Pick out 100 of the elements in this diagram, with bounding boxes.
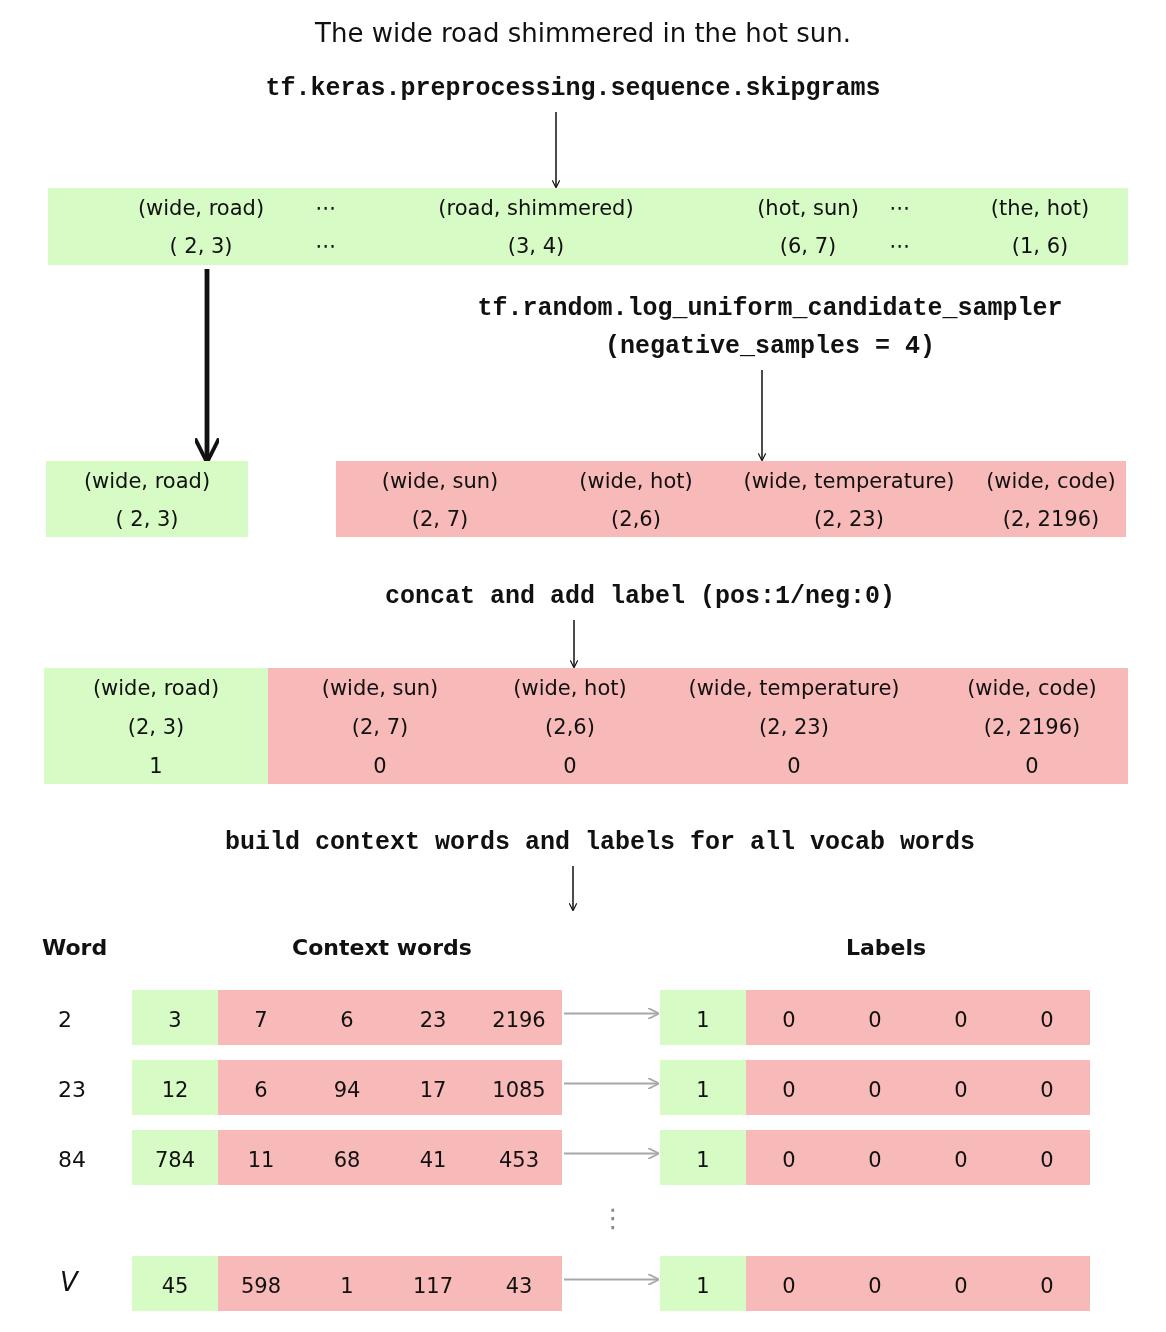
negative-value: 0 bbox=[781, 1007, 797, 1034]
negative-value: 0 bbox=[1039, 1007, 1055, 1034]
index-pair: (2,6) bbox=[610, 506, 662, 533]
word-pair: (hot, sun) bbox=[756, 195, 860, 222]
arrow bbox=[564, 1007, 660, 1020]
label-row bbox=[660, 1060, 1090, 1115]
label-value: 1 bbox=[148, 753, 164, 780]
positive-value: 3 bbox=[132, 990, 218, 1045]
word-id: 84 bbox=[58, 1146, 87, 1174]
label-value: 0 bbox=[786, 753, 802, 780]
index-pair: (1, 6) bbox=[1010, 233, 1070, 260]
code-text: tf.random.log_uniform_candidate_sampler (negative_samples = 4) bbox=[410, 290, 1130, 366]
negative-value: 0 bbox=[867, 1007, 883, 1034]
word-pair: (wide, hot) bbox=[578, 468, 694, 495]
arrow bbox=[564, 1147, 660, 1160]
negative-value: 1085 bbox=[491, 1077, 547, 1104]
word-pair: (the, hot) bbox=[989, 195, 1091, 222]
label-row bbox=[660, 990, 1090, 1045]
pair-band bbox=[48, 188, 1128, 265]
arrow bbox=[564, 1273, 660, 1286]
index-pair: ( 2, 3) bbox=[168, 233, 234, 260]
word-pair: (wide, sun) bbox=[380, 468, 500, 495]
positive-value: 12 bbox=[132, 1060, 218, 1115]
index-pair: (2, 3) bbox=[126, 714, 186, 741]
context-row bbox=[132, 1060, 562, 1115]
pair-band bbox=[336, 461, 1126, 537]
word-pair: (wide, hot) bbox=[512, 675, 628, 702]
index-pair: (2, 7) bbox=[350, 714, 410, 741]
index-pair: (3, 4) bbox=[506, 233, 566, 260]
index-pair: (2, 23) bbox=[813, 506, 885, 533]
negative-value: 41 bbox=[418, 1147, 448, 1174]
positive-value: 1 bbox=[660, 1060, 746, 1115]
negative-value: 0 bbox=[867, 1273, 883, 1300]
negative-value: 0 bbox=[953, 1007, 969, 1034]
negative-value: 453 bbox=[497, 1147, 541, 1174]
negative-value: 6 bbox=[253, 1077, 269, 1104]
ellipsis-mark: ⋮ bbox=[599, 1202, 627, 1234]
negative-value: 0 bbox=[781, 1273, 797, 1300]
negative-value: 94 bbox=[332, 1077, 362, 1104]
index-pair: ⋯ bbox=[314, 195, 338, 222]
code-text: concat and add label (pos:1/neg:0) bbox=[360, 578, 920, 616]
negative-value: 17 bbox=[418, 1077, 448, 1104]
negative-value: 0 bbox=[1039, 1273, 1055, 1300]
positive-value: 1 bbox=[660, 1130, 746, 1185]
index-pair: (2, 7) bbox=[410, 506, 470, 533]
positive-value: 45 bbox=[132, 1256, 218, 1311]
index-pair: (2, 2196) bbox=[982, 714, 1082, 741]
column-header: Context words bbox=[291, 934, 473, 962]
word-pair: (wide, road) bbox=[136, 195, 266, 222]
label-row bbox=[660, 1256, 1090, 1311]
positive-value: 1 bbox=[660, 990, 746, 1045]
negative-value: 6 bbox=[339, 1007, 355, 1034]
negative-value: 0 bbox=[867, 1147, 883, 1174]
pair-cell bbox=[44, 668, 268, 784]
label-value: 0 bbox=[1024, 753, 1040, 780]
word-pair: (wide, code) bbox=[985, 468, 1117, 495]
word-id: V bbox=[60, 1266, 80, 1298]
index-pair: ⋯ bbox=[888, 195, 912, 222]
code-text: build context words and labels for all vocab words bbox=[150, 824, 1050, 862]
negative-value: 43 bbox=[504, 1273, 534, 1300]
code-text: tf.keras.preprocessing.sequence.skipgrams bbox=[200, 70, 946, 108]
negative-value: 68 bbox=[332, 1147, 362, 1174]
word-pair: (wide, sun) bbox=[320, 675, 440, 702]
negative-value: 1 bbox=[339, 1273, 355, 1300]
arrow bbox=[564, 1077, 660, 1090]
arrow bbox=[551, 111, 561, 189]
word-id: 2 bbox=[58, 1006, 73, 1034]
word-pair: (wide, code) bbox=[966, 675, 1098, 702]
negative-value: 0 bbox=[953, 1147, 969, 1174]
label-value: 0 bbox=[372, 753, 388, 780]
negative-value: 0 bbox=[953, 1273, 969, 1300]
pair-band bbox=[44, 668, 1128, 784]
negative-value: 598 bbox=[239, 1273, 283, 1300]
context-row bbox=[132, 1256, 562, 1311]
negative-value: 23 bbox=[418, 1007, 448, 1034]
arrow bbox=[568, 865, 578, 912]
index-pair: ⋯ bbox=[314, 233, 338, 260]
word-pair: (wide, temperature) bbox=[742, 468, 956, 495]
word-pair: (wide, road) bbox=[82, 468, 212, 495]
positive-value: 784 bbox=[132, 1130, 218, 1185]
index-pair: ⋯ bbox=[888, 233, 912, 260]
context-row bbox=[132, 990, 562, 1045]
label-row bbox=[660, 1130, 1090, 1185]
word-pair: (wide, road) bbox=[91, 675, 221, 702]
negative-value: 0 bbox=[867, 1077, 883, 1104]
index-pair: (2, 2196) bbox=[1001, 506, 1101, 533]
positive-value: 1 bbox=[660, 1256, 746, 1311]
negative-value: 117 bbox=[411, 1273, 455, 1300]
negative-value: 11 bbox=[246, 1147, 276, 1174]
column-header: Word bbox=[42, 934, 109, 962]
index-pair: (6, 7) bbox=[778, 233, 838, 260]
context-row bbox=[132, 1130, 562, 1185]
pair-cell bbox=[46, 461, 248, 537]
index-pair: (2,6) bbox=[544, 714, 596, 741]
index-pair: ( 2, 3) bbox=[114, 506, 180, 533]
arrow bbox=[757, 369, 767, 462]
index-pair: (2, 23) bbox=[758, 714, 830, 741]
word-pair: (wide, temperature) bbox=[687, 675, 901, 702]
negative-value: 0 bbox=[781, 1147, 797, 1174]
negative-value: 2196 bbox=[491, 1007, 547, 1034]
